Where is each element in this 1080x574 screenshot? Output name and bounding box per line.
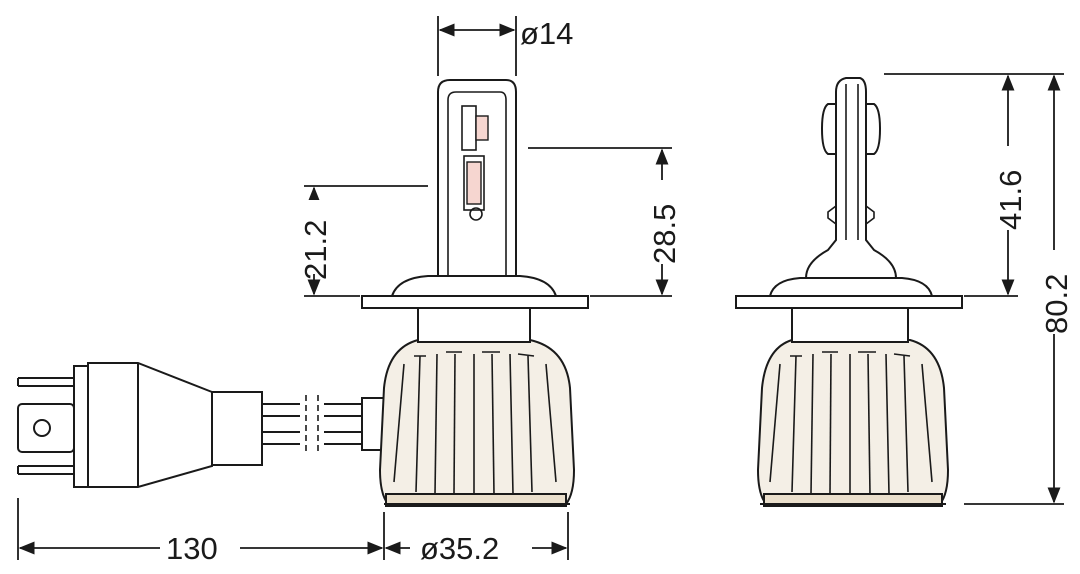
side-led-column (804, 77, 898, 279)
label-80-2: 80.2 (1039, 274, 1074, 334)
label-28-5: 28.5 (647, 204, 682, 264)
label-130: 130 (166, 531, 218, 566)
label-diameter-35-2: ø35.2 (420, 531, 499, 566)
dimension-130: 130 (17, 498, 385, 566)
label-diameter-14: ø14 (520, 16, 573, 51)
dimension-28-5: 28.5 (528, 147, 682, 297)
heatsink-fins (393, 351, 557, 495)
heatsink-body (378, 339, 576, 505)
side-heatsink-body (756, 339, 950, 505)
label-21-2: 21.2 (298, 220, 333, 280)
connector-plug (17, 362, 385, 488)
mounting-flange (361, 295, 589, 309)
label-41-6: 41.6 (993, 170, 1028, 230)
led-chips (461, 105, 489, 221)
side-view-bulb: 41.6 80.2 (735, 73, 1074, 507)
side-heatsink-fins (769, 351, 933, 495)
dimension-21-2: 21.2 (296, 185, 428, 297)
front-view-bulb: ø14 21.2 28.5 130 (17, 16, 682, 566)
dimension-diameter-14: ø14 (437, 16, 573, 76)
dimension-diameter-35-2: ø35.2 (384, 512, 569, 566)
side-mounting-flange (735, 295, 963, 309)
dimension-41-6: 41.6 (884, 73, 1064, 297)
dimension-80-2: 80.2 (964, 74, 1074, 505)
